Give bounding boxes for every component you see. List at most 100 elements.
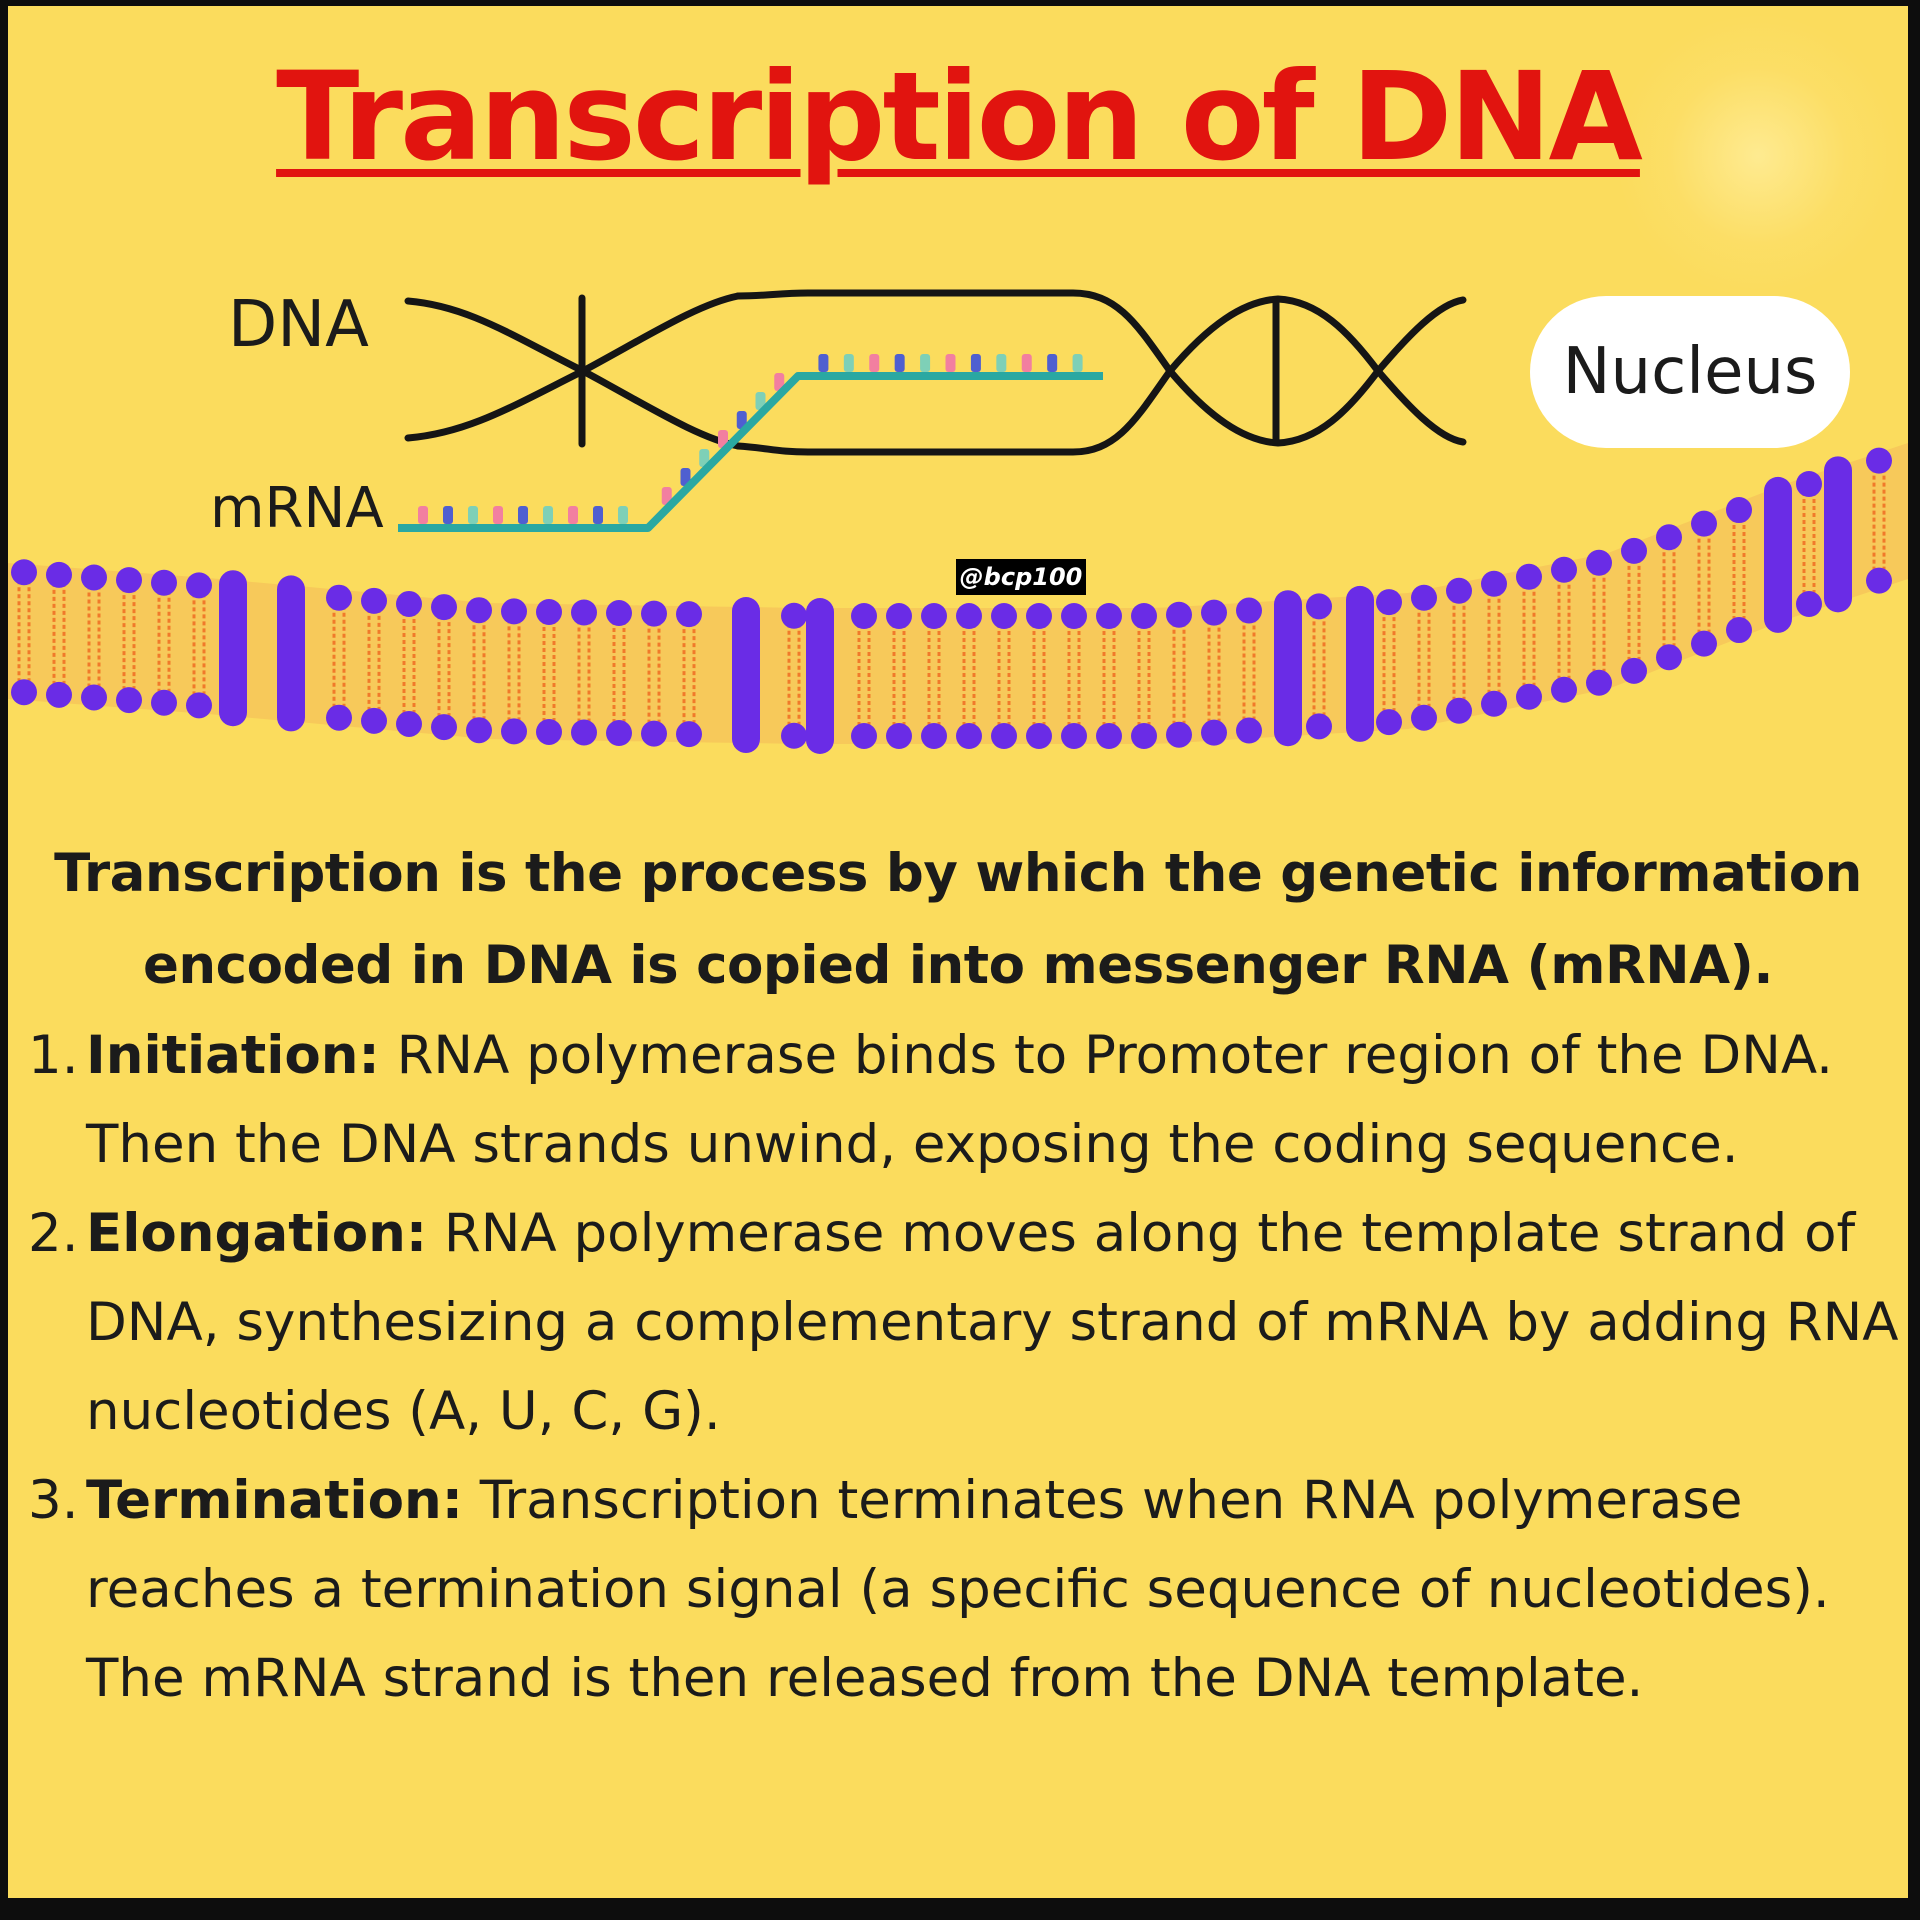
lipid-tails — [17, 468, 1886, 728]
lipid-head — [606, 600, 632, 627]
dna-bubble-bottom — [734, 367, 1174, 456]
lipid-head — [781, 602, 807, 629]
lipid-head — [1621, 537, 1647, 564]
nucleotide-base — [468, 506, 478, 524]
lipid-head — [1236, 717, 1262, 744]
lipid-head — [11, 679, 37, 706]
lipid-head — [1796, 471, 1822, 497]
lipid-head — [116, 567, 142, 594]
pore-pillar — [1274, 590, 1302, 747]
dna-bubble-top — [734, 289, 1174, 375]
nucleotide-base — [996, 354, 1007, 372]
nucleotide-base — [894, 354, 905, 372]
nucleotide-base — [618, 506, 628, 524]
mrna-bases — [418, 354, 1083, 524]
step-term: Termination: — [86, 1470, 463, 1531]
pore-pillar — [1824, 456, 1852, 613]
lipid-head — [81, 564, 107, 591]
lipid-head — [1411, 584, 1437, 611]
lipid-head — [536, 718, 562, 745]
lipid-head — [1481, 570, 1507, 597]
lipid-head — [466, 597, 492, 624]
nucleus-label: Nucleus — [1530, 296, 1850, 448]
nucleotide-base — [568, 506, 578, 524]
lipid-head — [1866, 447, 1892, 474]
lipid-head — [1726, 497, 1752, 524]
mrna-label: mRNA — [210, 476, 384, 541]
nucleotide-base — [718, 430, 728, 448]
lipid-head — [536, 598, 562, 625]
steps-list: 1. Initiation: RNA polymerase binds to P… — [22, 1011, 1902, 1723]
lipid-head — [396, 590, 422, 617]
nucleotide-base — [920, 354, 931, 372]
step-number: 2. — [28, 1203, 79, 1264]
lipid-head — [956, 723, 982, 749]
lipid-head — [1446, 577, 1472, 604]
lipid-head — [1691, 510, 1717, 537]
lipid-head — [991, 603, 1017, 629]
lipid-head — [1096, 723, 1122, 749]
step-number: 1. — [28, 1025, 79, 1086]
lipid-head — [81, 684, 107, 711]
lipid-head — [1516, 563, 1542, 590]
dna-strand-right-b — [1166, 296, 1467, 447]
lipid-head — [1166, 721, 1192, 748]
lipid-head — [151, 569, 177, 596]
lipid-head — [781, 722, 807, 749]
nucleotide-base — [699, 449, 710, 467]
lipid-head — [991, 723, 1017, 749]
lipid-head — [466, 717, 492, 744]
step-number: 3. — [28, 1470, 79, 1531]
lipid-head — [361, 707, 387, 734]
step-text: RNA polymerase moves along the template … — [86, 1203, 1899, 1442]
lipid-head — [501, 598, 527, 625]
lipid-head — [326, 584, 352, 611]
nucleotide-base — [443, 506, 453, 524]
nucleotide-base — [418, 506, 428, 524]
light-glow — [1618, 16, 1898, 296]
lipid-head — [921, 603, 947, 629]
transcription-diagram — [8, 289, 1908, 754]
lipid-head — [1376, 709, 1402, 736]
nuclear-pores — [219, 456, 1852, 754]
lipid-head — [1586, 549, 1612, 576]
lipid-heads — [11, 447, 1892, 749]
nucleotide-base — [945, 354, 956, 372]
lipid-head — [151, 689, 177, 716]
nucleotide-base — [774, 373, 785, 391]
lipid-head — [1411, 704, 1437, 731]
lipid-head — [1201, 599, 1227, 626]
nucleotide-base — [755, 392, 766, 410]
lipid-head — [851, 723, 877, 749]
lipid-head — [921, 723, 947, 749]
lipid-head — [1586, 669, 1612, 696]
lipid-head — [11, 559, 37, 586]
lipid-head — [1516, 683, 1542, 710]
nucleotide-base — [736, 411, 747, 429]
lipid-head — [1621, 657, 1647, 684]
nucleotide-base — [970, 354, 981, 372]
dna-label: DNA — [228, 288, 369, 362]
lipid-head — [1131, 603, 1157, 629]
lipid-head — [1026, 723, 1052, 749]
lipid-head — [46, 561, 72, 588]
mrna-backbone — [398, 372, 1103, 532]
lipid-head — [1481, 690, 1507, 717]
lipid-head — [326, 704, 352, 731]
lipid-head — [186, 692, 212, 719]
lipid-head — [606, 720, 632, 747]
lipid-head — [46, 681, 72, 708]
step-elongation: 2. Elongation: RNA polymerase moves alon… — [22, 1189, 1902, 1456]
lipid-head — [641, 720, 667, 747]
page-title: Transcription of DNA — [276, 46, 1643, 188]
nucleotide-base — [843, 354, 854, 372]
pore-pillar — [1346, 585, 1374, 742]
step-term: Elongation: — [86, 1203, 428, 1264]
lipid-head — [1656, 644, 1682, 671]
lipid-head — [956, 603, 982, 629]
lipid-head — [641, 600, 667, 627]
nucleotide-base — [1047, 354, 1058, 372]
step-text: RNA polymerase binds to Promoter region … — [86, 1025, 1834, 1175]
lipid-head — [1306, 593, 1332, 620]
lipid-head — [1796, 591, 1822, 617]
